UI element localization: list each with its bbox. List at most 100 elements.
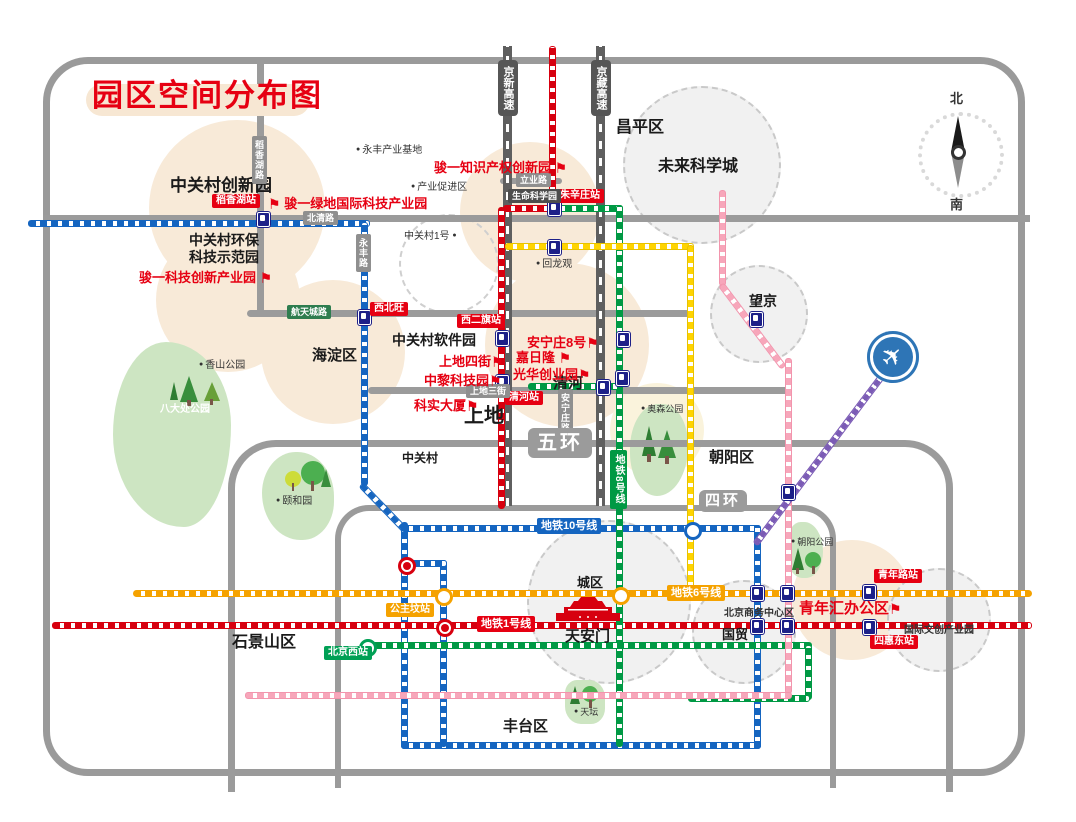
label-guomao: 国贸	[722, 627, 749, 642]
interchange-yellow-line10	[684, 522, 702, 540]
flag-icon: ⚑	[489, 373, 502, 389]
flag-icon: ⚑	[268, 196, 281, 212]
label-cbd: 北京商务中心区	[724, 608, 794, 619]
interchange-line1-blue	[436, 619, 454, 637]
flag-icon: ⚑	[491, 354, 504, 370]
trees-icon	[792, 548, 821, 574]
station-icon-wangjing	[750, 312, 763, 327]
metro-badge-line10: 地铁10号线	[537, 518, 602, 534]
compass-needle-south	[951, 152, 965, 188]
poi-badachu: 八大处公园	[160, 404, 210, 415]
flag-icon: ⚑	[259, 270, 273, 286]
metro-green-south-corner	[805, 645, 812, 700]
metro-yellow-top	[505, 243, 694, 250]
label-zhongguancun: 中关村	[402, 451, 439, 465]
metro-line10-bottom	[401, 742, 761, 749]
flag-park-shangdi4: 上地四街⚑	[439, 354, 504, 370]
metro-badge-line1: 地铁1号线	[477, 616, 536, 632]
metro-line8-top	[553, 205, 623, 212]
park-badachu	[113, 342, 231, 527]
poi-yongfeng-base: ●永丰产业基地	[356, 145, 423, 156]
station-icon-xierqi	[496, 331, 509, 346]
label-zgc-env-1: 中关村环保	[189, 232, 259, 248]
label-zgc-software: 中关村软件园	[392, 332, 476, 348]
station-icon-daoxianghu	[257, 212, 270, 227]
station-badge-qingnianlu: 青年路站	[874, 569, 922, 583]
flag-park-qingnianhui: 青年汇办公区⚑	[799, 600, 902, 617]
interchange-line6-blue	[435, 588, 453, 606]
compass-ring	[918, 112, 1004, 198]
road-badge-yongfeng: 永丰路	[356, 234, 371, 272]
station-badge-xierqi: 西二旗站	[457, 314, 505, 328]
park-aosen	[630, 404, 688, 496]
circle-urban-core	[527, 520, 691, 684]
label-qinghe-area: 清河	[553, 375, 584, 392]
label-shijingshan: 石景山区	[232, 634, 297, 651]
circle-intl-cultural-park	[887, 568, 991, 672]
flag-park-keshi: 科实大厦⚑	[414, 398, 479, 414]
station-icon-line8-a	[617, 332, 630, 347]
label-changping: 昌平区	[616, 119, 665, 136]
flag-icon: ⚑	[466, 398, 479, 414]
station-icon-xibeiwang	[358, 310, 371, 325]
station-badge-beijingxi: 北京西站	[324, 646, 372, 660]
poi-yiheyuan: ●颐和园	[276, 496, 313, 507]
interchange-gongzhufen	[398, 557, 416, 575]
flag-park-junyi-greenland: ⚑ 骏一绿地国际科技产业园	[268, 196, 428, 212]
station-icon-yellow-west	[548, 240, 561, 255]
expressway-badge-jingxin: 京新高速	[498, 60, 518, 116]
road-badge-hangtiancheng: 航天城路	[287, 305, 332, 319]
compass-needle-north	[951, 116, 965, 152]
compass-south-label: 南	[950, 197, 964, 212]
station-badge-qinghe: 清河站	[505, 391, 543, 405]
metro-pink-north	[719, 190, 726, 286]
poi-xiangshan: ●香山公园	[199, 360, 246, 371]
trees-icon	[285, 461, 331, 491]
flag-park-junyi-ip: 骏一知识产权创新园 ⚑	[434, 160, 568, 176]
station-icon-qingnianlu	[863, 585, 876, 600]
road-hangtiancheng	[247, 310, 690, 317]
poi-aosen: ●奥森公园	[641, 404, 684, 414]
expressway-jingxin	[503, 46, 512, 506]
flag-icon: ⚑	[554, 160, 568, 176]
tiananmen-icon	[556, 597, 620, 621]
compass-center	[951, 145, 966, 160]
road-shangdi3	[368, 387, 790, 394]
label-future-science-city: 未来科学城	[658, 158, 739, 175]
station-icon-line1-a	[751, 619, 764, 634]
metro-badge-line6: 地铁6号线	[667, 585, 726, 601]
poi-chaoyang-park: ●朝阳公园	[791, 537, 834, 547]
ring-badge-4: 四环	[699, 490, 747, 512]
metro-pink-east	[785, 358, 792, 694]
station-badge-xibeiwang: 西北旺	[370, 302, 408, 316]
label-chaoyang: 朝阳区	[709, 449, 755, 466]
station-badge-zhuxinzhuang: 朱辛庄站	[556, 189, 604, 203]
title-background	[86, 84, 310, 116]
compass-north-label: 北	[950, 91, 964, 106]
road-daoxianghu	[257, 60, 264, 316]
label-urban-core: 城区	[577, 575, 604, 590]
flag-park-jiarilong: 嘉日隆 ⚑	[516, 350, 572, 366]
station-icon-qinghe-link	[597, 380, 610, 395]
map-frame	[43, 57, 1025, 776]
label-intl-cultural-park: 国际文创产业园	[904, 625, 974, 636]
metro-line1	[52, 622, 1032, 629]
station-icon-sihuidong	[863, 620, 876, 635]
road-badge-anningzhuang: 安宁庄路	[558, 389, 573, 437]
road-badge-daoxianghu: 稻香湖路	[252, 136, 267, 184]
poi-zgc-no1: 中关村1号 ●	[404, 231, 457, 242]
metro-blue-north	[28, 220, 370, 227]
trees-icon	[170, 376, 220, 406]
metro-qinghe-link	[528, 383, 622, 390]
road-badge-liye: 立业路	[516, 173, 552, 187]
metro-badge-line8: 地铁8号线	[610, 450, 627, 509]
expressway-badge-jingzang: 京藏高速	[591, 60, 611, 116]
station-badge-daoxianghu: 稻香湖站	[212, 194, 260, 208]
label-haidian: 海淀区	[312, 347, 358, 364]
station-badge-gongzhufen: 公主坟站	[386, 603, 434, 617]
flag-icon: ⚑	[889, 601, 902, 617]
label-wangjing: 望京	[749, 293, 777, 309]
flag-icon: ⚑	[578, 367, 591, 383]
poi-huilongguan: ●回龙观	[536, 259, 573, 270]
label-shangdi: 上地	[464, 405, 504, 427]
